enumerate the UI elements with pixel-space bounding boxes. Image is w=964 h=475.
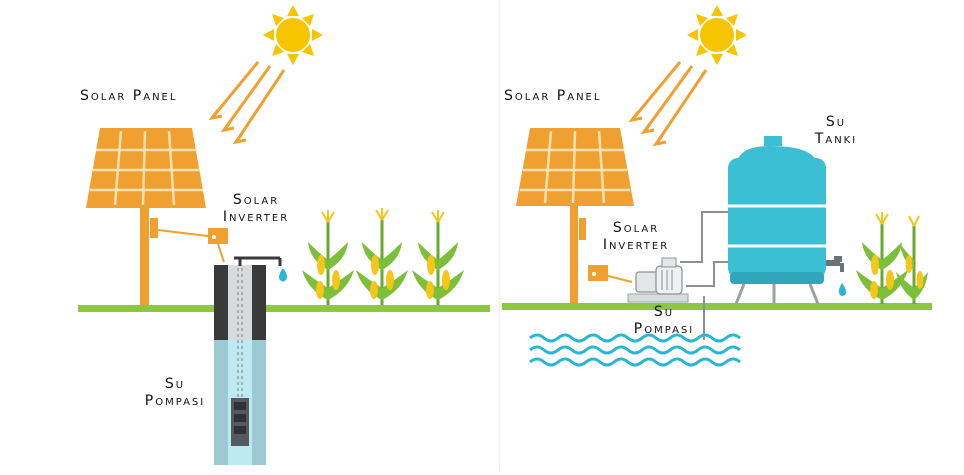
right-solar-inverter-line-1: Solar xyxy=(612,220,660,236)
right-su-pompasi-line-1: Su xyxy=(653,304,675,320)
right-sun-rays xyxy=(628,61,708,147)
left-sun-rays xyxy=(208,61,286,145)
right-surface-pump xyxy=(627,257,689,303)
right-su-pompasi-line-2: Pompası xyxy=(633,321,695,337)
right-water-waves xyxy=(529,333,741,367)
right-pipes xyxy=(680,211,730,340)
left-solar-inverter-label: Solar Inverter xyxy=(214,192,298,226)
right-sun xyxy=(687,5,747,65)
right-scene xyxy=(502,5,932,367)
right-ground xyxy=(502,303,932,310)
left-sun xyxy=(263,5,323,65)
left-solar-inverter-line-1: Solar xyxy=(232,192,280,208)
left-solar-inverter xyxy=(157,228,228,263)
right-water-tank xyxy=(728,136,846,305)
left-su-pompasi-line-2: Pompası xyxy=(144,393,206,409)
left-solar-inverter-line-2: Inverter xyxy=(222,209,290,225)
left-well xyxy=(214,265,266,465)
right-su-tanki-label: Su Tankı xyxy=(806,114,866,148)
right-su-tanki-line-1: Su xyxy=(825,114,847,130)
left-su-pompasi-label: Su Pompası xyxy=(136,376,214,410)
left-ground xyxy=(78,305,490,312)
right-solar-inverter-line-2: Inverter xyxy=(602,237,670,253)
left-corn-field xyxy=(302,208,464,305)
right-su-tanki-line-2: Tankı xyxy=(814,131,858,147)
left-solar-panel-label: Solar Panel xyxy=(80,88,178,104)
left-outlet-pipe xyxy=(234,256,287,282)
left-solar-panel xyxy=(86,128,206,306)
right-su-pompasi-label: Su Pompası xyxy=(624,304,704,338)
right-solar-panel-label: Solar Panel xyxy=(504,88,602,104)
right-solar-panel xyxy=(516,128,634,306)
left-su-pompasi-line-1: Su xyxy=(164,376,186,392)
right-solar-inverter xyxy=(588,265,633,283)
panel-divider xyxy=(499,0,500,471)
left-scene xyxy=(78,5,490,465)
right-corn-field xyxy=(856,212,928,304)
right-solar-inverter-label: Solar Inverter xyxy=(588,220,684,254)
